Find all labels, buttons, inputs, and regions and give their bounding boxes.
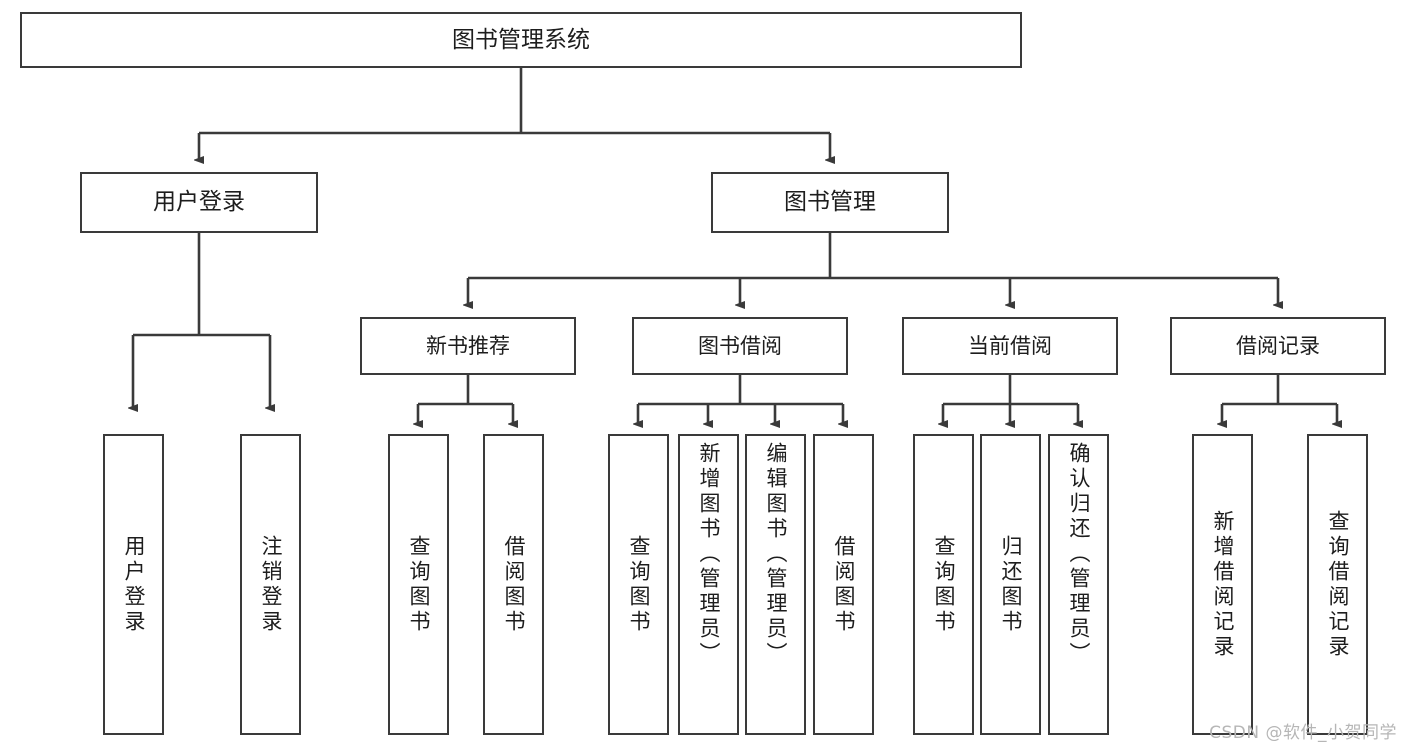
node-borrow-record-label: 借阅记录 [1236, 333, 1320, 358]
leaf-add-borrow-record[interactable]: 新增借阅记录 [1192, 434, 1253, 735]
leaf-add-book-admin[interactable]: 新增图书（管理员） [678, 434, 739, 735]
leaf-query-book-current[interactable]: 查询图书 [913, 434, 974, 735]
leaf-return-book[interactable]: 归还图书 [980, 434, 1041, 735]
leaf-borrow-book-recommend[interactable]: 借阅图书 [483, 434, 544, 735]
node-current-borrow-label: 当前借阅 [968, 333, 1052, 358]
leaf-borrow-book-label: 借阅图书 [832, 534, 856, 635]
node-new-book-recommend[interactable]: 新书推荐 [360, 317, 576, 375]
node-book-management[interactable]: 图书管理 [711, 172, 949, 233]
node-root[interactable]: 图书管理系统 [20, 12, 1022, 68]
leaf-confirm-return-admin[interactable]: 确认归还（管理员） [1048, 434, 1109, 735]
node-book-borrow[interactable]: 图书借阅 [632, 317, 848, 375]
leaf-edit-book-admin[interactable]: 编辑图书（管理员） [745, 434, 806, 735]
node-user-login[interactable]: 用户登录 [80, 172, 318, 233]
leaf-user-login[interactable]: 用户登录 [103, 434, 164, 735]
node-current-borrow[interactable]: 当前借阅 [902, 317, 1118, 375]
leaf-query-borrow-record[interactable]: 查询借阅记录 [1307, 434, 1368, 735]
node-new-book-recommend-label: 新书推荐 [426, 333, 510, 358]
leaf-query-book-borrow-label: 查询图书 [627, 534, 651, 635]
leaf-query-book-borrow[interactable]: 查询图书 [608, 434, 669, 735]
watermark: CSDN @软件_小贺同学 [1209, 723, 1397, 743]
leaf-query-book-current-label: 查询图书 [932, 534, 956, 635]
leaf-add-borrow-record-label: 新增借阅记录 [1211, 509, 1235, 660]
leaf-borrow-book-recommend-label: 借阅图书 [502, 534, 526, 635]
leaf-query-book-recommend[interactable]: 查询图书 [388, 434, 449, 735]
leaf-add-book-admin-label: 新增图书（管理员） [697, 442, 721, 667]
leaf-logout[interactable]: 注销登录 [240, 434, 301, 735]
leaf-logout-label: 注销登录 [259, 534, 283, 635]
node-user-login-label: 用户登录 [153, 189, 245, 216]
node-book-management-label: 图书管理 [784, 189, 876, 216]
leaf-query-book-recommend-label: 查询图书 [407, 534, 431, 635]
leaf-edit-book-admin-label: 编辑图书（管理员） [764, 442, 788, 667]
node-book-borrow-label: 图书借阅 [698, 333, 782, 358]
leaf-user-login-label: 用户登录 [122, 534, 146, 635]
leaf-confirm-return-admin-label: 确认归还（管理员） [1067, 442, 1091, 667]
leaf-borrow-book[interactable]: 借阅图书 [813, 434, 874, 735]
leaf-query-borrow-record-label: 查询借阅记录 [1326, 509, 1350, 660]
node-root-label: 图书管理系统 [452, 26, 590, 53]
leaf-return-book-label: 归还图书 [999, 534, 1023, 635]
node-borrow-record[interactable]: 借阅记录 [1170, 317, 1386, 375]
